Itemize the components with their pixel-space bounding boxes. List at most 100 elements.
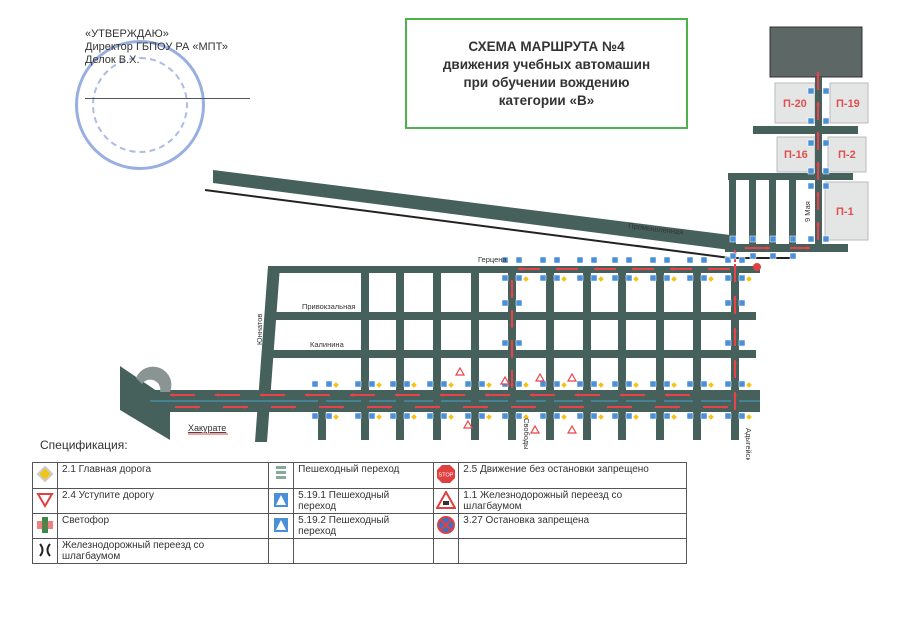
route-arrowhead xyxy=(632,267,636,271)
route-arrowhead xyxy=(388,405,392,409)
pedestrian-crossing-sign-icon xyxy=(738,299,746,307)
pedestrian-crossing-sign-icon xyxy=(440,380,448,388)
block-p1 xyxy=(824,181,869,241)
title-line: при обучении вождению xyxy=(463,74,630,90)
main-road-sign-icon xyxy=(598,276,604,282)
pedestrian-crossing-sign-icon xyxy=(501,274,509,282)
main-road-sign-icon xyxy=(376,382,382,388)
main-road-sign-icon xyxy=(708,414,714,420)
main-road-sign-icon xyxy=(671,414,677,420)
pedestrian-crossing-sign-icon xyxy=(769,252,777,260)
main-road-sign-icon xyxy=(32,462,58,489)
pedestrian-crossing-sign-icon xyxy=(738,339,746,347)
building xyxy=(769,26,863,78)
side-street xyxy=(656,266,664,440)
pedestrian-crossing-sign-icon xyxy=(311,412,319,420)
railway-crossing-warning-sign-icon xyxy=(566,372,578,382)
road xyxy=(725,244,848,252)
legend-text: 5.19.2 Пешеходный переход xyxy=(293,513,435,539)
pedestrian-crossing-sign-icon xyxy=(724,412,732,420)
railway-crossing-warning-sign-icon xyxy=(499,375,511,385)
pedestrian-crossing-sign-icon xyxy=(700,412,708,420)
railway-crossing-warning-sign-icon xyxy=(433,488,460,514)
pedestrian-crossing-sign-icon xyxy=(611,412,619,420)
route-arrowhead xyxy=(620,393,624,397)
pedestrian-crossing-sign-icon xyxy=(738,274,746,282)
pedestrian-crossing-sign-icon xyxy=(268,513,295,539)
pedestrian-crossing-sign-icon xyxy=(611,274,619,282)
crosswalk-marking-icon xyxy=(268,462,295,489)
railway-crossing-warning-sign-icon xyxy=(534,372,546,382)
pedestrian-crossing-sign-icon xyxy=(724,256,732,264)
route-arrowhead xyxy=(530,393,534,397)
main-road-sign-icon xyxy=(411,414,417,420)
pedestrian-crossing-sign-icon xyxy=(501,339,509,347)
legend-text: Железнодорожный переезд со шлагбаумом xyxy=(56,538,270,564)
pedestrian-crossing-sign-icon xyxy=(539,412,547,420)
route-map: Промышленная Герцена Привокзальная Калин… xyxy=(120,26,869,460)
route-arrowhead xyxy=(575,393,579,397)
main-road-sign-icon xyxy=(671,276,677,282)
route-arrowhead xyxy=(292,405,296,409)
block-p19 xyxy=(829,82,869,124)
route-arrowhead xyxy=(215,393,219,397)
pedestrian-crossing-sign-icon xyxy=(649,274,657,282)
pedestrian-crossing-sign-icon xyxy=(325,380,333,388)
pedestrian-crossing-sign-icon xyxy=(515,339,523,347)
pedestrian-crossing-sign-icon xyxy=(389,412,397,420)
side-street xyxy=(361,266,369,440)
main-road-sign-icon xyxy=(708,382,714,388)
pedestrian-crossing-sign-icon xyxy=(822,182,830,190)
route-arrowhead xyxy=(670,267,674,271)
street-label-hakurate: Хакурате xyxy=(188,423,226,433)
route-arrowhead xyxy=(510,324,514,328)
route-arrowhead xyxy=(518,267,522,271)
legend-table: 2.1 Главная дорога Пешеходный переход ST… xyxy=(32,462,687,564)
street-label-svobody: Свободы xyxy=(522,418,531,450)
route-arrowhead xyxy=(484,405,488,409)
pedestrian-crossing-sign-icon xyxy=(789,235,797,243)
side-street xyxy=(731,266,739,440)
pedestrian-crossing-sign-icon xyxy=(590,274,598,282)
pedestrian-crossing-sign-icon xyxy=(539,256,547,264)
pedestrian-crossing-sign-icon xyxy=(724,274,732,282)
stop-sign-icon xyxy=(753,263,761,271)
route-arrowhead xyxy=(594,267,598,271)
route-arrowhead xyxy=(676,405,680,409)
road xyxy=(729,173,736,248)
pedestrian-crossing-sign-icon xyxy=(769,235,777,243)
pedestrian-crossing-sign-icon xyxy=(822,167,830,175)
street-label-yunnatov: Юннатов xyxy=(255,314,264,345)
main-road-sign-icon xyxy=(486,382,492,388)
pedestrian-crossing-sign-icon xyxy=(749,252,757,260)
pedestrian-crossing-sign-icon xyxy=(724,299,732,307)
main-road-sign-icon xyxy=(333,414,339,420)
empty-cell xyxy=(458,538,687,564)
pedestrian-crossing-sign-icon xyxy=(738,380,746,388)
route-arrowhead xyxy=(733,392,737,396)
no-stopping-sign-icon xyxy=(433,513,460,539)
title-box: СХЕМА МАРШРУТА №4 движения учебных автом… xyxy=(405,18,688,129)
stop-sign-icon: STOP xyxy=(433,462,460,489)
pedestrian-crossing-sign-icon xyxy=(625,412,633,420)
pedestrian-crossing-sign-icon xyxy=(663,412,671,420)
main-road-sign-icon xyxy=(746,276,752,282)
pedestrian-crossing-sign-icon xyxy=(539,380,547,388)
street-label-kalinina: Калинина xyxy=(310,340,345,349)
route-arrowhead xyxy=(510,384,514,388)
pedestrian-crossing-sign-icon xyxy=(590,256,598,264)
pedestrian-crossing-sign-icon xyxy=(426,380,434,388)
main-road-sign-icon xyxy=(448,414,454,420)
route-arrowhead xyxy=(628,405,632,409)
spec-heading: Спецификация: xyxy=(40,438,128,452)
road xyxy=(749,173,756,248)
route-arrowhead xyxy=(816,162,820,166)
main-road-sign-icon xyxy=(486,414,492,420)
legend-text: Пешеходный переход xyxy=(293,462,435,489)
pedestrian-crossing-sign-icon xyxy=(426,412,434,420)
street-label-privokzalnaya: Привокзальная xyxy=(302,302,355,311)
pedestrian-crossing-sign-icon xyxy=(822,117,830,125)
pedestrian-crossing-sign-icon xyxy=(354,380,362,388)
pedestrian-crossing-sign-icon xyxy=(649,256,657,264)
traffic-light-icon xyxy=(32,513,58,539)
